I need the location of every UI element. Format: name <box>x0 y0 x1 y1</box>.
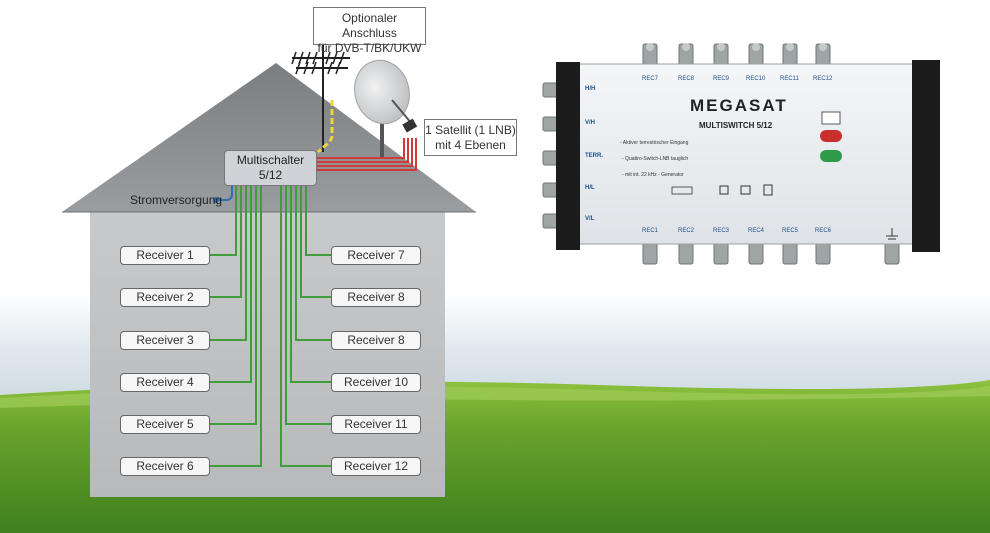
device-brand: MEGASAT <box>690 96 788 115</box>
terrestrial-antenna <box>291 38 350 152</box>
optional-connection-line-2: für DVB-T/BK/UKW <box>317 41 422 55</box>
receiver-box-2: Receiver 2 <box>120 288 210 307</box>
receiver-box-11: Receiver 11 <box>331 415 421 434</box>
satellite-cables <box>317 138 417 171</box>
output-label-rec11: REC11 <box>780 76 799 82</box>
input-label-terr: TERR. <box>585 153 603 159</box>
output-label-rec2: REC2 <box>678 228 695 234</box>
output-label-rec5: REC5 <box>782 228 799 234</box>
terrestrial-cable <box>317 100 334 154</box>
output-label-rec1: REC1 <box>642 228 659 234</box>
satellite-note-line-1: 1 Satellit (1 LNB) <box>425 123 516 137</box>
house-roof <box>62 63 476 212</box>
multiswitch-box: Multischalter 5/12 <box>224 150 317 186</box>
receiver-box-7: Receiver 7 <box>331 246 421 265</box>
device-feature-2: - Quattro-Switch-LNB tauglich <box>622 156 689 162</box>
multiswitch-title: Multischalter <box>236 153 305 167</box>
output-label-rec7: REC7 <box>642 76 659 82</box>
receiver-box-8: Receiver 8 <box>331 288 421 307</box>
power-cable <box>218 186 233 201</box>
receiver-box-6: Receiver 6 <box>120 457 210 476</box>
receiver-box-10: Receiver 10 <box>331 373 421 392</box>
output-label-rec10: REC10 <box>746 76 766 82</box>
input-label-vh: V/H <box>585 120 596 126</box>
receiver-box-5: Receiver 5 <box>120 415 210 434</box>
device-feature-1: - Aktiver terrestrischer Eingang <box>620 140 689 146</box>
output-label-rec6: REC6 <box>815 228 832 234</box>
top-connectors <box>642 43 831 67</box>
output-label-rec12: REC12 <box>813 76 833 82</box>
receiver-box-4: Receiver 4 <box>120 373 210 392</box>
output-label-rec4: REC4 <box>748 228 765 234</box>
input-label-hl: H/L <box>585 185 595 191</box>
receiver-box-3: Receiver 3 <box>120 331 210 350</box>
output-label-rec8: REC8 <box>678 76 695 82</box>
device-feature-3: - mit int. 22 kHz - Generator <box>622 172 684 178</box>
multiswitch-device <box>542 43 940 265</box>
receiver-cables-right <box>280 186 331 467</box>
optional-connection-line-1: Optionaler Anschluss <box>341 11 398 40</box>
satellite-dish <box>354 59 418 158</box>
optional-connection-label: Optionaler Anschluss für DVB-T/BK/UKW <box>313 7 426 55</box>
receiver-box-1: Receiver 1 <box>120 246 210 265</box>
receiver-box-9: Receiver 8 <box>331 331 421 350</box>
receiver-box-12: Receiver 12 <box>331 457 421 476</box>
satellite-note-line-2: mit 4 Ebenen <box>435 138 506 152</box>
input-label-hh: H/H <box>585 86 596 92</box>
device-model: MULTISWITCH 5/12 <box>699 121 773 130</box>
power-supply-label: Stromversorgung <box>130 193 223 207</box>
receiver-cables-left <box>210 186 262 467</box>
ground-icon <box>886 228 898 240</box>
output-label-rec3: REC3 <box>713 228 730 234</box>
input-label-vl: V/L <box>585 216 595 222</box>
satellite-note: 1 Satellit (1 LNB) mit 4 Ebenen <box>424 119 517 156</box>
multiswitch-model: 5/12 <box>258 168 283 182</box>
output-label-rec9: REC9 <box>713 76 730 82</box>
